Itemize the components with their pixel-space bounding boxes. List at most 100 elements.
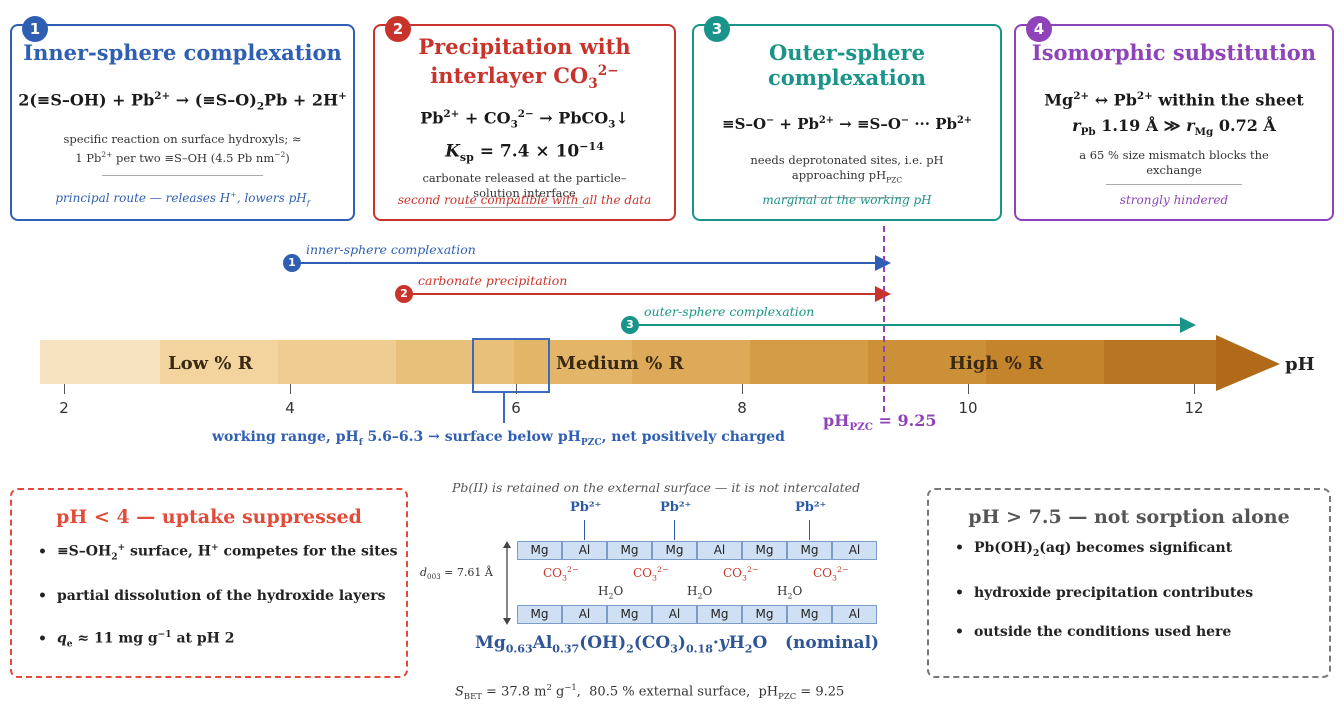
layer-cell: Al xyxy=(832,605,877,624)
route-label-2: carbonate precipitation xyxy=(418,273,568,288)
layer-cell: Al xyxy=(562,541,607,560)
divider xyxy=(1106,183,1242,185)
layer-cell: Mg xyxy=(652,541,697,560)
card-isomorphic: 4 Isomorphic substitution Mg2+ ↔ Pb2+ wi… xyxy=(1014,16,1334,221)
layer-cell: Mg xyxy=(607,541,652,560)
route-label-1: inner-sphere complexation xyxy=(306,242,476,257)
tick xyxy=(516,384,517,394)
list-item: hydroxide precipitation contributes xyxy=(955,583,1329,603)
card-footer: second route compatible with all the dat… xyxy=(397,193,652,207)
working-range-label: working range, pHf 5.6–6.3 → surface bel… xyxy=(212,429,785,448)
solubility-product: Ksp = 7.4 × 10−14 xyxy=(445,139,604,164)
badge-4: 4 xyxy=(1026,16,1052,42)
route-badge-3: 3 xyxy=(621,316,639,334)
reaction-equation: 2(≡S–OH) + Pb2+ → (≡S–O)2Pb + 2H+ xyxy=(18,90,347,113)
reaction-equation: Pb2+ + CO32− → PbCO3↓ xyxy=(420,108,629,131)
card-outer-sphere: 3 Outer-sphere complexation ≡S–O− + Pb2+… xyxy=(692,16,1002,221)
list-item: ≡S–OH2+ surface, H+ competes for the sit… xyxy=(38,538,406,567)
nominal-formula: Mg0.63Al0.37(OH)2(CO3)0.18·yH2O (nominal… xyxy=(475,633,880,656)
badge-3: 3 xyxy=(704,16,730,42)
water-molecule: H2O xyxy=(777,584,803,601)
carbonate-ion: CO32− xyxy=(543,565,579,583)
badge-1: 1 xyxy=(22,16,48,42)
route-badge-2: 2 xyxy=(395,285,413,303)
structure-caption: Pb(II) is retained on the external surfa… xyxy=(452,480,861,495)
low-ph-box: pH < 4 — uptake suppressed ≡S–OH2+ surfa… xyxy=(10,488,408,678)
reaction-equation: Mg2+ ↔ Pb2+ within the sheet xyxy=(1044,90,1304,110)
bar-segment xyxy=(750,340,868,384)
layer-cell: Al xyxy=(652,605,697,624)
route-badge-1: 1 xyxy=(283,254,301,272)
tick xyxy=(1194,384,1195,394)
axis-unit-label: pH xyxy=(1285,354,1315,375)
working-range-pointer xyxy=(503,393,505,423)
tick-label: 12 xyxy=(1184,399,1204,417)
layer-cell: Mg xyxy=(517,605,562,624)
zone-label-high: High % R xyxy=(949,353,1044,374)
bar-segment xyxy=(40,340,160,384)
list-item: Pb(OH)2(aq) becomes significant xyxy=(955,538,1329,564)
route-arrows xyxy=(292,255,1196,333)
layer-cell: Mg xyxy=(742,605,787,624)
water-molecule: H2O xyxy=(598,584,624,601)
layer-cell: Al xyxy=(697,541,742,560)
low-ph-list: ≡S–OH2+ surface, H+ competes for the sit… xyxy=(38,538,406,655)
divider xyxy=(465,206,584,208)
carbonate-ion: CO32− xyxy=(813,565,849,583)
layer-cell: Al xyxy=(832,541,877,560)
bar-segment xyxy=(514,340,632,384)
bar-segment xyxy=(868,340,986,384)
surface-properties: SBET = 37.8 m2 g−1, 80.5 % external surf… xyxy=(455,682,845,701)
card-inner-sphere: 1 Inner-sphere complexation 2(≡S–OH) + P… xyxy=(10,16,355,221)
low-ph-title: pH < 4 — uptake suppressed xyxy=(56,506,362,528)
carbonate-ion: CO32− xyxy=(723,565,759,583)
layer-cell: Mg xyxy=(697,605,742,624)
pzc-line xyxy=(883,226,885,414)
working-range-box xyxy=(472,338,550,393)
layer-cell: Mg xyxy=(787,605,832,624)
layer-cell: Al xyxy=(562,605,607,624)
divider xyxy=(784,197,910,199)
high-ph-box: pH > 7.5 — not sorption alone Pb(OH)2(aq… xyxy=(927,488,1331,678)
card-title: Outer-sphere complexation xyxy=(767,40,927,90)
bar-segment xyxy=(986,340,1104,384)
card-title: Isomorphic substitution xyxy=(1031,40,1317,65)
list-item: outside the conditions used here xyxy=(955,622,1329,642)
tick-label: 4 xyxy=(285,399,295,417)
pzc-label: pHPZC = 9.25 xyxy=(823,411,937,434)
tick-label: 10 xyxy=(958,399,978,417)
tick xyxy=(64,384,65,394)
pb-ion: Pb²⁺ xyxy=(795,500,827,515)
high-ph-title: pH > 7.5 — not sorption alone xyxy=(968,506,1290,528)
bar-segment xyxy=(396,340,514,384)
card-title: Inner-sphere complexation xyxy=(23,40,342,65)
high-ph-list: Pb(OH)2(aq) becomes significant hydroxid… xyxy=(955,538,1329,642)
list-item: qe ≈ 11 mg g−1 at pH 2 xyxy=(38,625,406,654)
bar-segment xyxy=(1104,340,1220,384)
tick-label: 8 xyxy=(737,399,747,417)
d-spacing-label: d003 = 7.61 Å xyxy=(420,566,493,582)
bar-arrowhead xyxy=(1216,335,1280,391)
carbonate-ion: CO32− xyxy=(633,565,669,583)
reaction-equation: ≡S–O− + Pb2+ → ≡S–O− ··· Pb2+ xyxy=(722,115,972,133)
water-molecule: H2O xyxy=(687,584,713,601)
card-footer: principal route — releases H+, lowers pH… xyxy=(55,189,310,207)
layer-cell: Mg xyxy=(742,541,787,560)
tick-label: 6 xyxy=(511,399,521,417)
divider xyxy=(102,175,263,177)
pb-bond xyxy=(584,520,585,540)
card-footer: marginal at the working pH xyxy=(762,193,932,207)
pb-ion: Pb²⁺ xyxy=(660,500,692,515)
route-label-3: outer-sphere complexation xyxy=(644,304,815,319)
bar-segment xyxy=(632,340,750,384)
tick xyxy=(968,384,969,394)
list-item: partial dissolution of the hydroxide lay… xyxy=(38,586,406,606)
tick-label: 2 xyxy=(59,399,69,417)
bar-segment xyxy=(160,340,278,384)
pb-bond xyxy=(674,520,675,540)
ionic-radii: rPb 1.19 Å ≫ rMg 0.72 Å xyxy=(1072,116,1276,139)
badge-2: 2 xyxy=(385,16,411,42)
